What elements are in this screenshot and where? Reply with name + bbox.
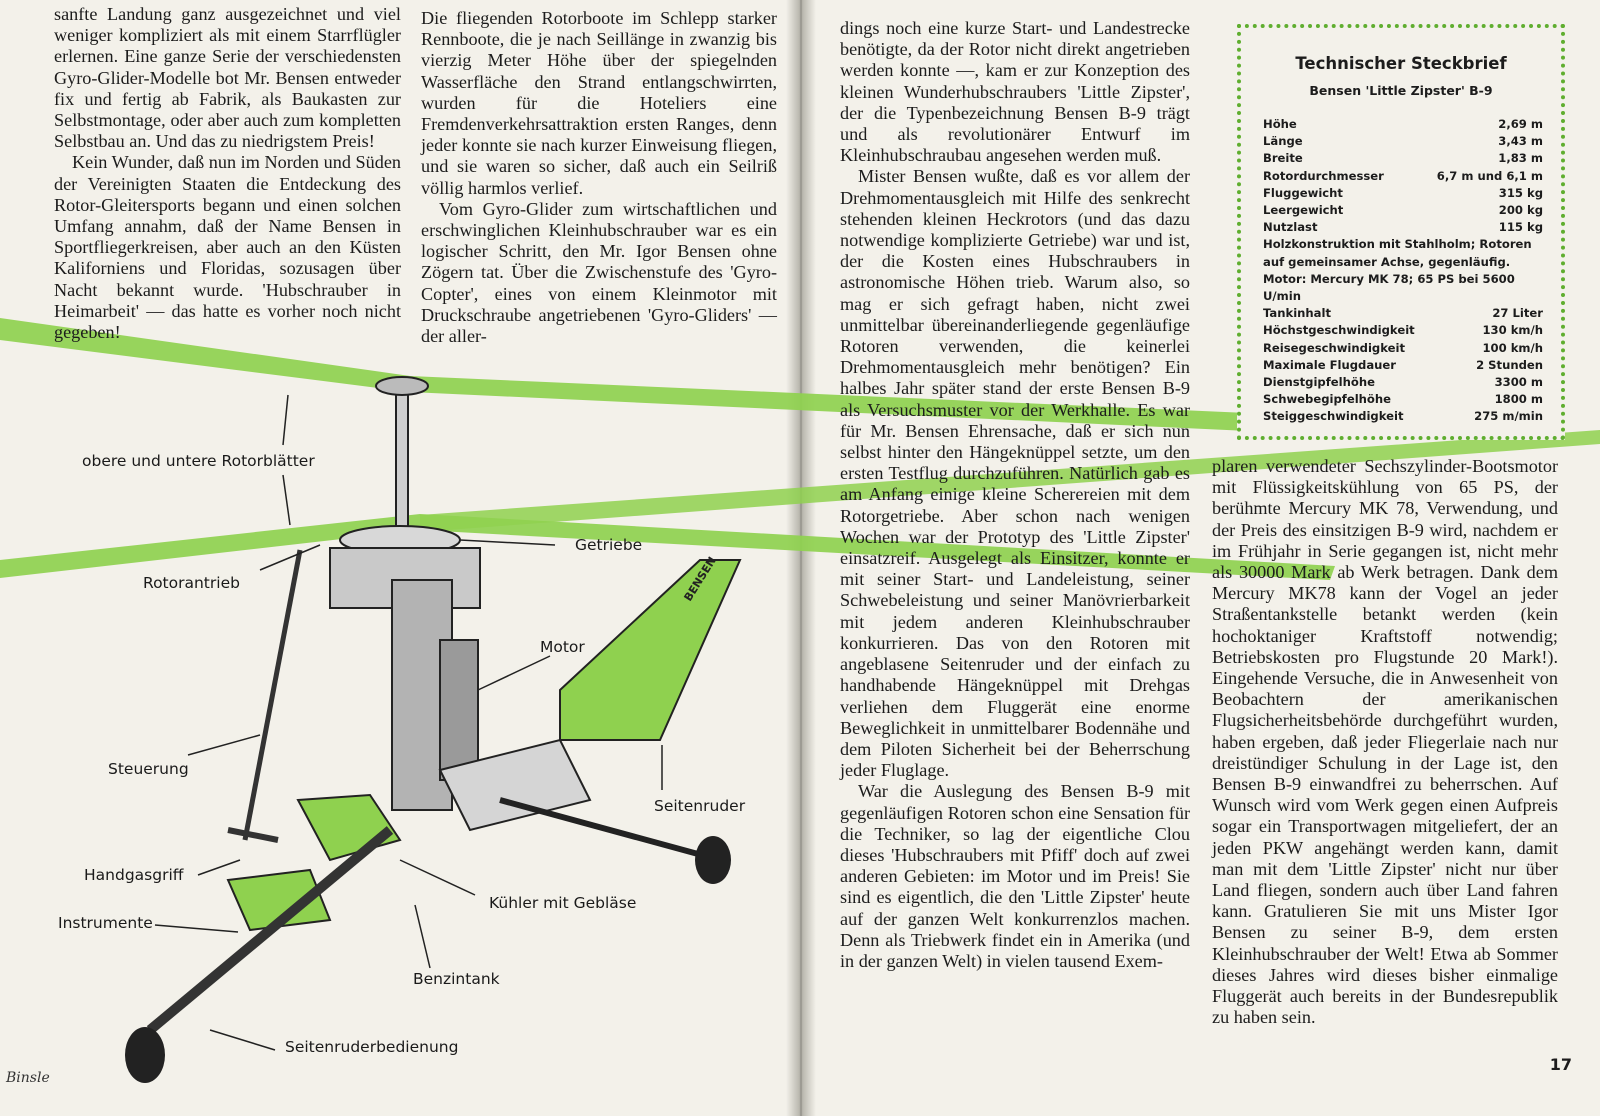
page-gutter [786, 0, 816, 1116]
spec-row: Dienstgipfelhöhe 3300 m [1241, 374, 1561, 391]
spec-row: Breite 1,83 m [1241, 150, 1561, 167]
spec-value: 2 Stunden [1476, 357, 1543, 372]
control-stick [242, 549, 303, 841]
label-rotorantrieb: Rotorantrieb [143, 574, 240, 592]
paragraph: Mister Bensen wußte, daß es vor allem de… [840, 166, 1190, 781]
column-3: dings noch eine kurze Start- und Landest… [840, 18, 1190, 972]
spec-row: Maximale Flugdauer 2 Stunden [1241, 357, 1561, 374]
paragraph: dings noch eine kurze Start- und Landest… [840, 18, 1190, 166]
spec-value: 315 kg [1498, 185, 1543, 200]
spec-row: Reisegeschwindigkeit 100 km/h [1241, 340, 1561, 357]
upper-rotor-blade [0, 318, 1270, 432]
fuel-tank [438, 738, 592, 832]
spec-value: 115 kg [1498, 220, 1543, 235]
front-wheel [125, 1027, 165, 1083]
seat-back [296, 793, 402, 862]
spec-label: Breite [1263, 151, 1303, 166]
spec-row: Fluggewicht 315 kg [1241, 185, 1561, 202]
rotor-hub [375, 376, 429, 396]
spec-label: Leergewicht [1263, 203, 1344, 218]
spec-row: Höchstgeschwindigkeit 130 km/h [1241, 322, 1561, 339]
spec-label: Fluggewicht [1263, 185, 1343, 200]
spec-row: Schwebegipfelhöhe 1800 m [1241, 391, 1561, 408]
label-motor: Motor [540, 638, 585, 656]
front-keel [146, 826, 394, 1034]
label-kuehler: Kühler mit Gebläse [489, 894, 637, 912]
paragraph: sanfte Landung ganz ausgezeichnet und vi… [54, 4, 401, 152]
tail-wheel [695, 836, 731, 884]
spec-row: Rotordurchmesser 6,7 m und 6,1 m [1241, 168, 1561, 185]
spec-row: Nutzlast 115 kg [1241, 219, 1561, 236]
spec-row: Leergewicht 200 kg [1241, 202, 1561, 219]
spec-label: Rotordurchmesser [1263, 168, 1384, 183]
spec-label: Länge [1263, 134, 1303, 149]
label-instrumente: Instrumente [58, 914, 153, 932]
rudder [559, 559, 742, 741]
engine-block [439, 639, 479, 781]
spec-row: Höhe 2,69 m [1241, 116, 1561, 133]
spec-value: 100 km/h [1482, 340, 1543, 355]
spec-label: Höhe [1263, 117, 1297, 131]
spec-label: Reisegeschwindigkeit [1263, 340, 1406, 355]
tail-boom [499, 797, 721, 863]
label-seitenruderbedienung: Seitenruderbedienung [285, 1038, 459, 1056]
lower-rotor-blade [0, 514, 1335, 580]
label-seitenruder: Seitenruder [654, 797, 746, 815]
artist-signature: Binsle [6, 1070, 50, 1086]
spec-value: 130 km/h [1482, 323, 1543, 338]
spec-label: Schwebegipfelhöhe [1263, 392, 1392, 407]
label-handgasgriff: Handgasgriff [84, 866, 184, 884]
spec-value: 3,43 m [1498, 134, 1543, 149]
paragraph: plaren verwendeter Sechszylinder-Bootsmo… [1212, 456, 1558, 1028]
spec-note: Holzkonstruktion mit Stahlholm; Rotoren … [1263, 237, 1532, 269]
paragraph: War die Auslegung des Bensen B-9 mit geg… [840, 781, 1190, 971]
spec-label: Dienstgipfelhöhe [1263, 375, 1375, 390]
spec-value: 275 m/min [1474, 409, 1543, 424]
spec-value: 1800 m [1494, 392, 1543, 407]
spec-box: Technischer Steckbrief Bensen 'Little Zi… [1237, 24, 1565, 440]
rotor-mast [395, 381, 409, 533]
label-getriebe: Getriebe [575, 536, 643, 554]
spec-label: Tankinhalt [1263, 306, 1332, 321]
paragraph: Die fliegenden Rotorboote im Schlepp sta… [421, 8, 777, 198]
spec-value: 200 kg [1498, 203, 1543, 218]
spec-value: 27 Liter [1492, 306, 1543, 321]
spec-label: Höchstgeschwindigkeit [1263, 323, 1415, 338]
column-2: Die fliegenden Rotorboote im Schlepp sta… [421, 8, 777, 347]
label-benzintank: Benzintank [413, 970, 500, 988]
throttle-grip [227, 827, 279, 843]
spec-label: Maximale Flugdauer [1263, 357, 1396, 372]
spec-note: Motor: Mercury MK 78; 65 PS bei 5600 U/m… [1263, 271, 1515, 304]
lower-rotor-blade-right [420, 430, 1600, 532]
column-4: plaren verwendeter Sechszylinder-Bootsmo… [1212, 456, 1558, 1028]
paragraph: Vom Gyro-Glider zum wirtschaftlichen und… [421, 198, 777, 347]
spec-row: Steiggeschwindigkeit 275 m/min [1241, 408, 1561, 425]
spec-value: 3300 m [1494, 375, 1543, 390]
spec-row: Länge 3,43 m [1241, 133, 1561, 150]
column-1: sanfte Landung ganz ausgezeichnet und vi… [54, 4, 401, 343]
page-number: 17 [1549, 1055, 1572, 1074]
spec-title: Technischer Steckbrief [1295, 54, 1507, 73]
spec-label: Nutzlast [1263, 220, 1318, 235]
spec-value: 6,7 m und 6,1 m [1436, 168, 1543, 183]
seat [226, 868, 332, 932]
spec-row: Tankinhalt 27 Liter [1241, 305, 1561, 322]
spec-subtitle: Bensen 'Little Zipster' B-9 [1309, 83, 1493, 98]
label-steuerung: Steuerung [108, 760, 189, 778]
paragraph: Kein Wunder, daß nun im Norden und Süden… [54, 152, 401, 343]
spec-label: Steiggeschwindigkeit [1263, 409, 1404, 424]
label-rotor-blades: obere und untere Rotorblätter [82, 452, 315, 470]
spec-value: 2,69 m [1498, 117, 1543, 131]
spec-value: 1,83 m [1498, 151, 1543, 166]
